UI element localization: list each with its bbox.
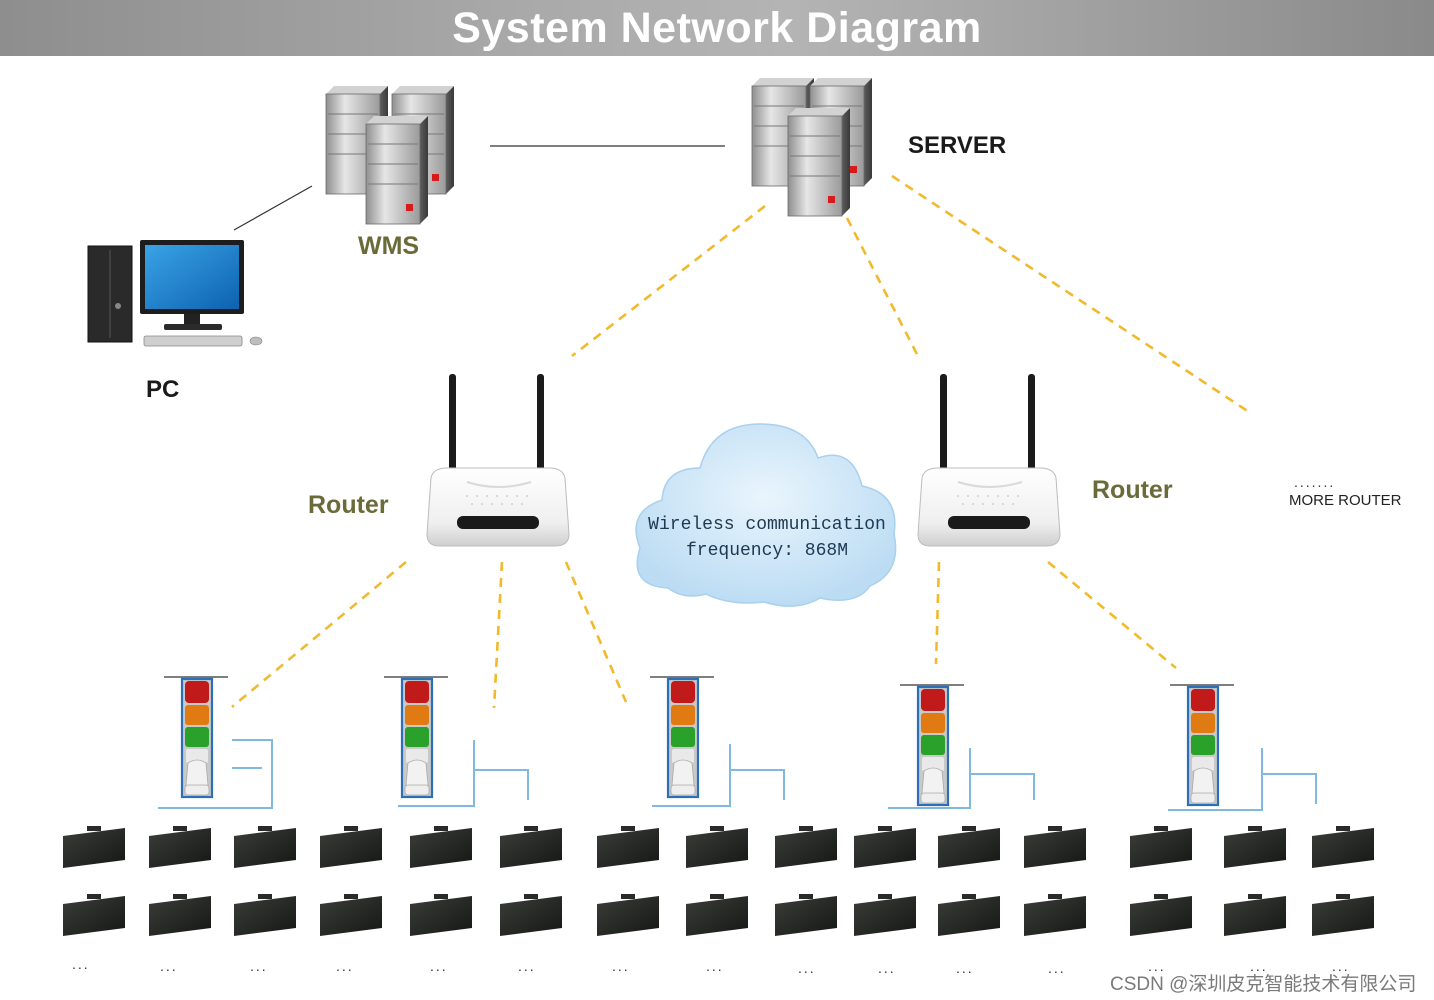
ellipsis-3: ...	[250, 958, 268, 974]
server-icon	[751, 77, 873, 217]
ellipsis-7: ...	[612, 958, 630, 974]
router-left-icon	[426, 373, 570, 547]
cloud-caption-line-2: frequency: 868M	[685, 541, 849, 561]
diagram-title: System Network Diagram	[452, 4, 982, 52]
tower-light-5	[1168, 683, 1236, 807]
ellipsis-15: ...	[1332, 958, 1350, 974]
tower-light-1	[162, 675, 230, 799]
server-label: SERVER	[908, 132, 1007, 159]
router-right-label: Router	[1092, 476, 1173, 504]
title-bar	[0, 0, 1434, 56]
wireless-links	[231, 174, 1253, 709]
tower-light-3	[648, 675, 716, 799]
tower-light-4	[898, 683, 966, 807]
wms-server-icon	[325, 85, 455, 225]
ellipsis-5: ...	[430, 958, 448, 974]
wms-label: WMS	[358, 232, 420, 260]
ellipsis-2: ...	[160, 958, 178, 974]
tower-light-2	[382, 675, 450, 799]
ellipsis-8: ...	[706, 958, 724, 974]
ellipsis-10: ...	[878, 960, 896, 976]
ellipsis-4: ...	[336, 958, 354, 974]
wired-links	[158, 739, 1317, 811]
ellipsis-1: ...	[72, 956, 90, 972]
more-router-dots: .......	[1294, 474, 1336, 490]
ellipsis-14: ...	[1250, 958, 1268, 974]
ellipsis-11: ...	[956, 960, 974, 976]
router-left-label: Router	[308, 491, 389, 519]
ellipsis-9: ...	[798, 960, 816, 976]
display-panels-row-1	[63, 826, 1374, 868]
router-right-icon	[917, 373, 1061, 547]
pc-icon	[87, 240, 263, 347]
ellipsis-6: ...	[518, 958, 536, 974]
pc-label: PC	[146, 376, 180, 403]
ellipsis-12: ...	[1048, 960, 1066, 976]
cloud-caption: Wireless communication frequency: 868M	[638, 512, 896, 564]
watermark: CSDN @深圳皮克智能技术有限公司	[1110, 974, 1417, 995]
ellipsis-13: ...	[1148, 958, 1166, 974]
more-router-label: MORE ROUTER	[1289, 492, 1402, 509]
cloud-icon	[635, 423, 897, 607]
cloud-caption-line-1: Wireless communication	[648, 515, 886, 535]
display-panels-row-2	[63, 894, 1374, 936]
